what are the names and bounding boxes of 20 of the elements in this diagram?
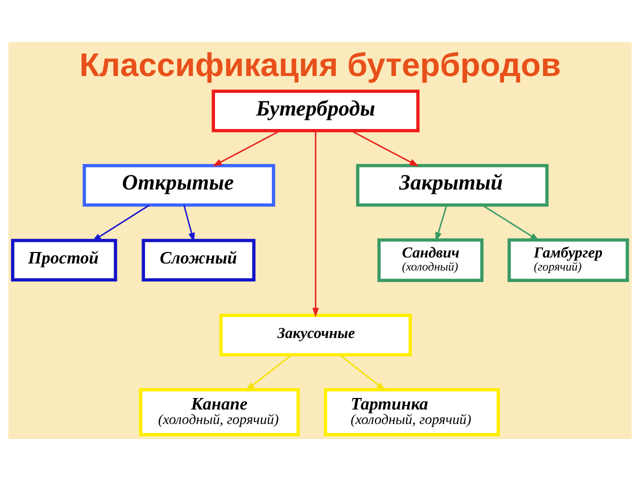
arrow <box>482 204 540 241</box>
node-box: Гамбургер (горячий) <box>508 238 629 282</box>
arrow <box>339 354 386 390</box>
arrow <box>212 130 280 166</box>
diagram-title: Классификация бутербродов <box>79 45 561 82</box>
node-box: Сандвич (холодный) <box>377 238 484 282</box>
node-box: Тартинка (холодный, горячий) <box>324 388 500 436</box>
node-box: Закусочные <box>219 313 412 356</box>
node-box: Канапе (холодный, горячий) <box>139 388 300 436</box>
arrow <box>183 204 195 242</box>
arrow <box>435 204 448 242</box>
arrow <box>312 130 319 317</box>
node-box: Простой <box>11 238 118 281</box>
arrow <box>350 130 419 166</box>
arrow <box>92 204 150 242</box>
node-box: Открытые <box>82 163 276 206</box>
node-box: Закрытый <box>356 163 549 206</box>
arrow <box>245 354 292 390</box>
node-box: Сложный <box>142 238 256 281</box>
node-box: Бутерброды <box>212 89 420 132</box>
